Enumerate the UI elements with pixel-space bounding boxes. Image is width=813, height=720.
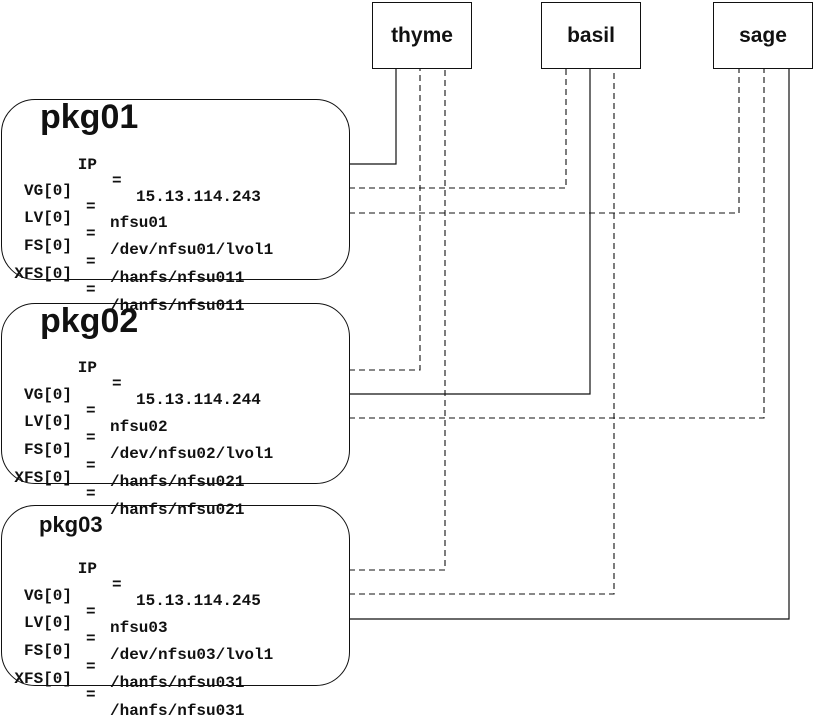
fs-value: /hanfs/nfsu011 [110,269,245,287]
ip-key: IP [77,359,97,377]
pkg03-ip-row: IP = 15.13.114.245 [0,545,340,609]
pkg01-fs-row: FS[0] = /hanfs/nfsu011 [0,222,340,286]
separator: = [86,281,96,299]
pkg02-fs-row: FS[0] = /hanfs/nfsu021 [0,426,340,490]
package-box-pkg01: pkg01 [1,99,350,280]
pkg02-xfs-row: XFS[0] = /hanfs/nfsu021 [0,454,340,518]
pkg03-lv-row: LV[0] = /dev/nfsu03/lvol1 [0,599,340,663]
separator: = [86,658,96,676]
node-thyme: thyme [372,2,472,69]
node-sage: sage [713,2,813,69]
lv-key: LV[0] [23,413,72,431]
xfs-value: /hanfs/nfsu011 [110,297,245,315]
separator: = [86,603,96,621]
pkg02-vg-row: VG[0] = nfsu02 [0,371,340,435]
package-title: pkg03 [39,512,103,537]
pkg02-thyme-adoptive-line [349,68,421,371]
xfs-value: /hanfs/nfsu031 [110,702,245,720]
node-thyme-label: thyme [391,23,453,47]
pkg02-sage-adoptive-line [349,68,765,419]
separator: = [86,630,96,648]
pkg01-basil-adoptive-line [349,68,567,189]
vg-value: nfsu03 [110,619,168,637]
vg-value: nfsu01 [110,214,168,232]
separator: = [112,172,122,190]
pkg02-basil-primary-line [349,68,591,395]
ip-value: 15.13.114.244 [136,391,261,409]
package-title: pkg01 [40,98,139,136]
vg-key: VG[0] [23,182,72,200]
vg-value: nfsu02 [110,418,168,436]
node-basil: basil [541,2,641,69]
pkg01-xfs-row: XFS[0] = /hanfs/nfsu011 [0,250,340,314]
separator: = [86,485,96,503]
fs-key: FS[0] [23,642,72,660]
separator: = [86,198,96,216]
node-sage-label: sage [739,23,787,47]
separator: = [86,429,96,447]
pkg02-lv-row: LV[0] = /dev/nfsu02/lvol1 [0,398,340,462]
pkg01-lv-row: LV[0] = /dev/nfsu01/lvol1 [0,194,340,258]
lv-value: /dev/nfsu03/lvol1 [110,646,274,664]
lv-key: LV[0] [23,614,72,632]
node-basil-label: basil [567,23,615,47]
separator: = [86,686,96,704]
ip-key: IP [77,560,97,578]
pkg01-vg-row: VG[0] = nfsu01 [0,167,340,231]
pkg02-ip-row: IP = 15.13.114.244 [0,344,340,408]
pkg03-thyme-adoptive-line [349,68,446,571]
fs-key: FS[0] [23,237,72,255]
pkg01-thyme-primary-line [349,68,397,165]
ip-value: 15.13.114.245 [136,592,261,610]
fs-key: FS[0] [23,441,72,459]
package-box-pkg02: pkg02 [1,303,350,484]
pkg03-sage-primary-line [349,68,790,620]
separator: = [86,225,96,243]
separator: = [86,253,96,271]
xfs-key: XFS[0] [14,469,72,487]
fs-value: /hanfs/nfsu021 [110,473,245,491]
pkg01-sage-adoptive-line [349,68,740,214]
separator: = [86,457,96,475]
pkg03-xfs-row: XFS[0] = /hanfs/nfsu031 [0,655,340,719]
ip-key: IP [77,156,97,174]
pkg01-ip-row: IP = 15.13.114.243 [0,141,340,205]
separator: = [112,375,122,393]
xfs-key: XFS[0] [14,265,72,283]
connection-lines [349,68,790,620]
separator: = [112,576,122,594]
xfs-value: /hanfs/nfsu021 [110,501,245,519]
lv-value: /dev/nfsu02/lvol1 [110,445,274,463]
separator: = [86,402,96,420]
xfs-key: XFS[0] [14,670,72,688]
pkg03-vg-row: VG[0] = nfsu03 [0,572,340,636]
vg-key: VG[0] [23,587,72,605]
ip-value: 15.13.114.243 [136,188,261,206]
package-box-pkg03: pkg03 [1,505,350,686]
pkg03-basil-adoptive-line [349,68,615,595]
vg-key: VG[0] [23,386,72,404]
lv-key: LV[0] [23,209,72,227]
package-title: pkg02 [40,302,139,340]
lv-value: /dev/nfsu01/lvol1 [110,241,274,259]
